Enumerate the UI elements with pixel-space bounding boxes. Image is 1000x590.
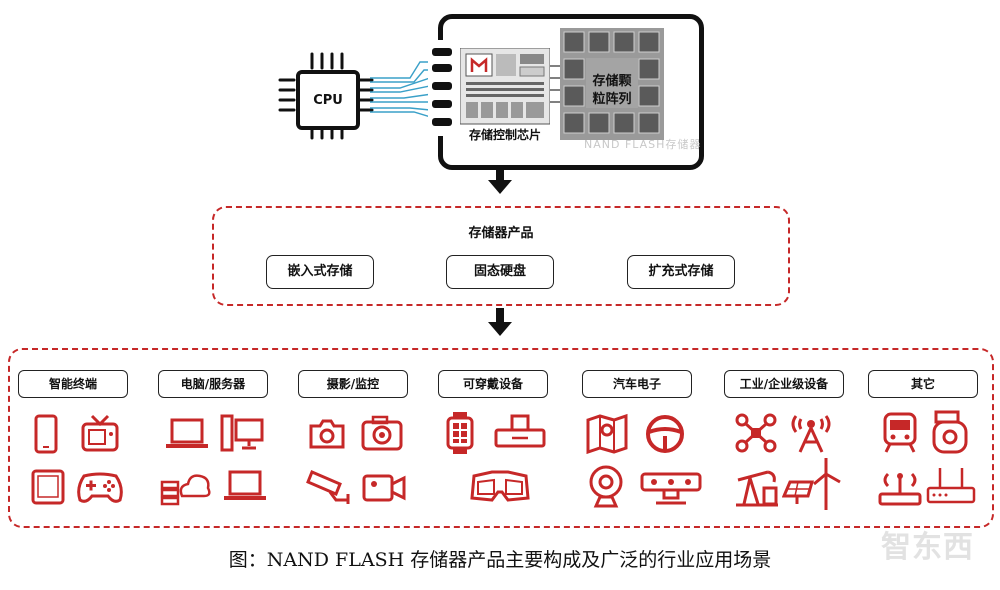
category-others: 其它: [868, 370, 978, 398]
oil-pump-icon: [736, 470, 778, 507]
memory-array: [560, 28, 664, 140]
set-top-box-icon: [926, 468, 976, 504]
webcam-icon: [589, 465, 623, 508]
controller-label: 存储控制芯片: [468, 128, 541, 142]
products-title: 存储器产品: [468, 226, 534, 241]
products-panel: [212, 206, 790, 306]
vr-glasses-icon: [470, 470, 530, 502]
projector-icon: [932, 410, 968, 454]
antenna-tower-icon: [791, 415, 831, 453]
laptop-icon: [166, 418, 208, 448]
controller-chip: [460, 48, 550, 125]
desktop-icon: [220, 414, 264, 452]
camera-icon: [309, 419, 345, 449]
category-pc-server: 电脑/服务器: [158, 370, 268, 398]
architecture-section: CPU 存储控制芯片: [0, 0, 1000, 170]
cloud-server-icon: [160, 474, 211, 506]
cpu-label: CPU: [313, 92, 343, 108]
product-expansion-storage: 扩充式存储: [627, 255, 735, 289]
notebook-icon: [224, 470, 266, 500]
card-connector: [428, 40, 454, 136]
down-arrow-1: [488, 166, 512, 194]
category-industrial: 工业/企业级设备: [724, 370, 844, 398]
down-arrow-2: [488, 308, 512, 336]
smartwatch-icon: [446, 412, 474, 454]
product-ssd: 固态硬盘: [446, 255, 554, 289]
tablet-icon: [31, 469, 65, 505]
category-automotive: 汽车电子: [582, 370, 692, 398]
router-icon: [878, 472, 922, 506]
category-smart-terminal: 智能终端: [18, 370, 128, 398]
gamepad-icon: [77, 472, 123, 503]
brand-watermark: 智东西: [881, 530, 974, 565]
train-icon: [883, 412, 917, 453]
camera-alt-icon: [361, 415, 403, 451]
dock-icon: [494, 414, 546, 448]
smartphone-icon: [34, 414, 58, 454]
sensor-icon: [640, 472, 702, 505]
map-icon: [586, 413, 628, 454]
tv-icon: [81, 414, 119, 452]
category-wearables: 可穿戴设备: [438, 370, 548, 398]
steering-wheel-icon: [646, 415, 684, 453]
array-label-line1: 存储颗: [592, 74, 632, 89]
category-camera-surveillance: 摄影/监控: [298, 370, 408, 398]
card-watermark: NAND FLASH存储器: [584, 138, 702, 151]
drone-icon: [735, 413, 777, 453]
figure-caption: 图：NAND FLASH 存储器产品主要构成及广泛的行业应用场景: [228, 549, 772, 571]
array-label: 存储颗 粒阵列: [582, 73, 642, 109]
array-label-line2: 粒阵列: [592, 92, 632, 107]
cctv-icon: [306, 470, 350, 504]
cpu-chip: CPU: [296, 70, 360, 130]
solar-wind-icon: [782, 458, 841, 510]
product-embedded-storage: 嵌入式存储: [266, 255, 374, 289]
applications-panel: [8, 348, 994, 528]
video-camera-icon: [362, 474, 406, 502]
